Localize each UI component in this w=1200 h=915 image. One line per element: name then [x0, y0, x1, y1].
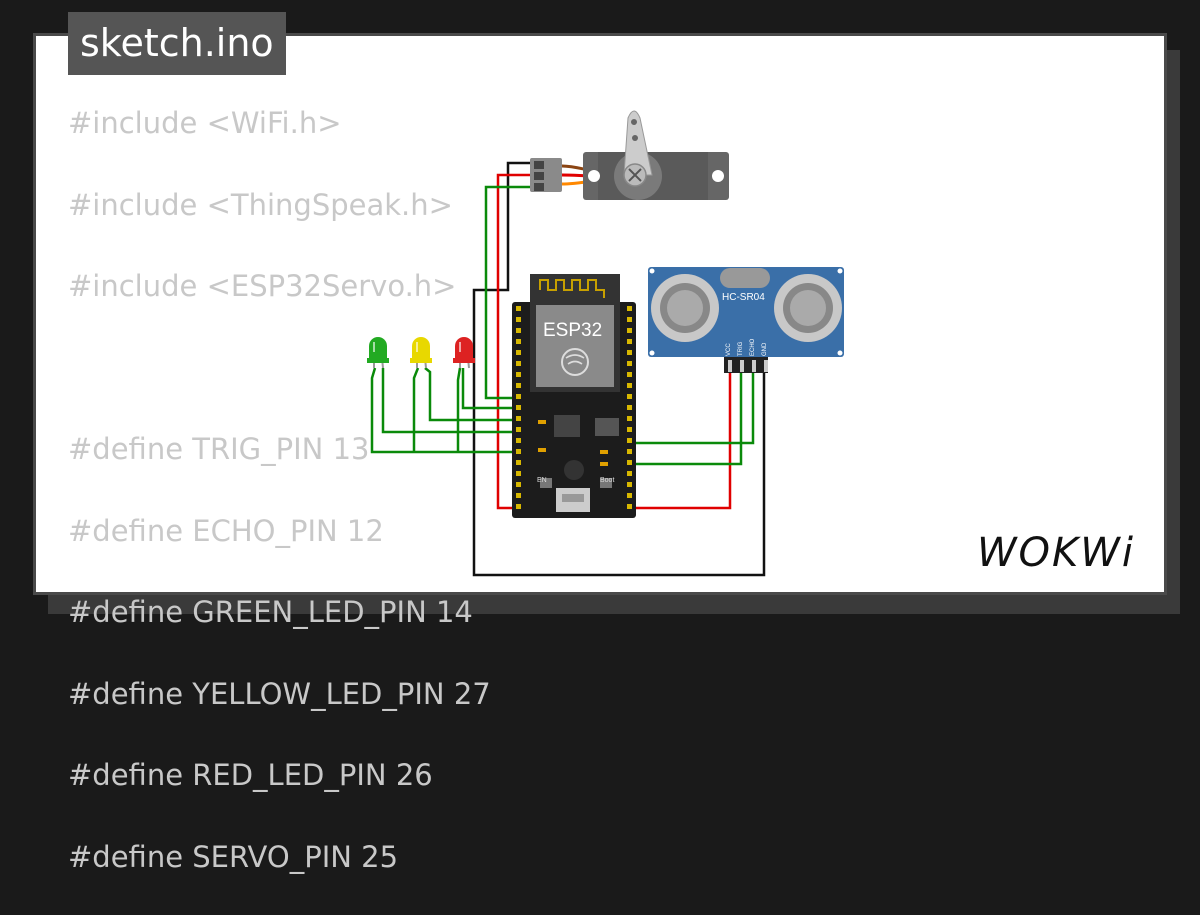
wire-green-servo[interactable] — [484, 185, 530, 400]
header-pin[interactable] — [627, 350, 632, 355]
header-pin[interactable] — [627, 317, 632, 322]
header-pin[interactable] — [516, 361, 521, 366]
header-pin[interactable] — [627, 405, 632, 410]
header-pin[interactable] — [516, 328, 521, 333]
ultrasonic-sensor[interactable]: HC-SR04 VCC TRIG ECHO GND — [648, 267, 844, 373]
header-pin[interactable] — [516, 427, 521, 432]
code-line: #define TRIG_PIN 13 — [68, 432, 370, 466]
header-pin[interactable] — [516, 504, 521, 509]
header-pin[interactable] — [627, 482, 632, 487]
led-yellow[interactable] — [410, 337, 432, 369]
header-pin[interactable] — [627, 427, 632, 432]
header-pin[interactable] — [516, 394, 521, 399]
code-line: #define ECHO_PIN 12 — [68, 513, 384, 548]
wire-red-servo[interactable] — [496, 173, 732, 510]
esp32-board[interactable]: ESP32 EN Boot — [512, 274, 636, 518]
wire-green-cathode-2[interactable] — [412, 367, 420, 452]
header-pin[interactable] — [516, 493, 521, 498]
boot-label: Boot — [600, 477, 614, 484]
header-pin[interactable] — [627, 339, 632, 344]
header-pin[interactable] — [516, 383, 521, 388]
wire-green-echo[interactable] — [630, 372, 755, 445]
code-line: #define RED_LED_PIN 26 — [68, 758, 433, 792]
header-pin[interactable] — [627, 328, 632, 333]
header-pin[interactable] — [627, 306, 632, 311]
sensor-label: HC-SR04 — [722, 292, 765, 303]
header-pin[interactable] — [516, 339, 521, 344]
header-pin[interactable] — [627, 460, 632, 465]
header-pin[interactable] — [516, 460, 521, 465]
header-pin[interactable] — [516, 471, 521, 476]
wire-green-led-green[interactable] — [381, 368, 515, 434]
pin-label-gnd: GND — [762, 342, 768, 356]
header-pin[interactable] — [627, 449, 632, 454]
code-line: #include <ThingSpeak.h> — [68, 187, 453, 222]
logo-text: WOKWi — [977, 530, 1135, 576]
header-pin[interactable] — [627, 361, 632, 366]
led-green[interactable] — [367, 337, 389, 369]
header-pin[interactable] — [516, 449, 521, 454]
code-line: #define YELLOW_LED_PIN 27 — [68, 676, 491, 711]
header-pin[interactable] — [516, 405, 521, 410]
header-pin[interactable] — [516, 317, 521, 322]
wokwi-logo: WOKWi — [977, 530, 1135, 576]
code-line: #define SERVO_PIN 25 — [68, 839, 399, 874]
circuit-diagram: ESP32 EN Boot HC-SR04 VCC TRIG — [367, 110, 844, 577]
servo-motor[interactable] — [530, 110, 729, 200]
pin-label-echo: ECHO — [750, 338, 756, 356]
header-pin[interactable] — [516, 350, 521, 355]
header-pin[interactable] — [627, 504, 632, 509]
wire-green-led-yellow[interactable] — [424, 367, 515, 422]
header-pin[interactable] — [627, 471, 632, 476]
header-pin[interactable] — [516, 482, 521, 487]
header-pin[interactable] — [627, 394, 632, 399]
header-pin[interactable] — [516, 306, 521, 311]
esp32-label: ESP32 — [543, 320, 602, 341]
file-tab[interactable]: sketch.ino — [68, 12, 286, 75]
pin-label-vcc: VCC — [726, 343, 732, 356]
header-pin[interactable] — [516, 438, 521, 443]
wire-green-cathode-3[interactable] — [456, 367, 462, 452]
led-red[interactable] — [453, 337, 475, 369]
wire-green-led-red[interactable] — [461, 368, 515, 410]
header-pin[interactable] — [627, 416, 632, 421]
code-line: #include <WiFi.h> — [68, 106, 342, 140]
header-pin[interactable] — [627, 383, 632, 388]
code-line: #define GREEN_LED_PIN 14 — [68, 595, 473, 629]
header-pin[interactable] — [516, 372, 521, 377]
code-line: #include <ESP32Servo.h> — [68, 269, 457, 303]
header-pin[interactable] — [516, 416, 521, 421]
wire-black-servo[interactable] — [472, 161, 766, 577]
header-pin[interactable] — [627, 438, 632, 443]
header-pin[interactable] — [627, 493, 632, 498]
en-label: EN — [537, 477, 547, 484]
header-pin[interactable] — [627, 372, 632, 377]
pin-label-trig: TRIG — [738, 341, 744, 356]
